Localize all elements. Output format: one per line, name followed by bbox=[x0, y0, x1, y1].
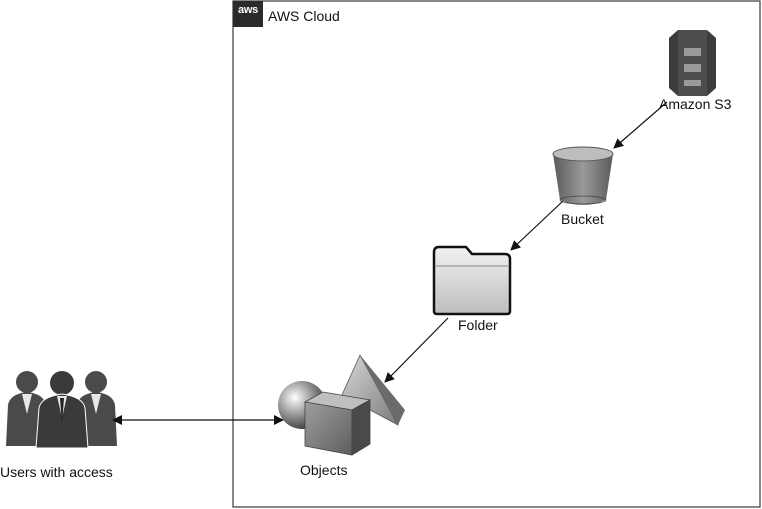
objects-icon bbox=[278, 354, 405, 456]
objects-label: Objects bbox=[300, 462, 348, 478]
bucket-label: Bucket bbox=[561, 211, 604, 227]
folder-icon bbox=[432, 245, 512, 316]
aws-cloud-boundary bbox=[232, 0, 761, 508]
aws-logo-text: aws bbox=[238, 4, 258, 16]
aws-logo-icon: aws bbox=[233, 1, 263, 27]
bucket-icon bbox=[552, 146, 614, 205]
edge-bucket-to-folder bbox=[510, 200, 564, 251]
users-label: Users with access bbox=[0, 464, 113, 480]
amazon-s3-icon bbox=[669, 30, 716, 96]
users-icon bbox=[6, 371, 117, 449]
edge-folder-to-objects bbox=[384, 317, 449, 383]
amazon-s3-label: Amazon S3 bbox=[659, 96, 732, 112]
aws-cloud-title: AWS Cloud bbox=[268, 8, 340, 24]
edge-s3-to-bucket bbox=[613, 101, 668, 149]
folder-label: Folder bbox=[458, 317, 498, 333]
